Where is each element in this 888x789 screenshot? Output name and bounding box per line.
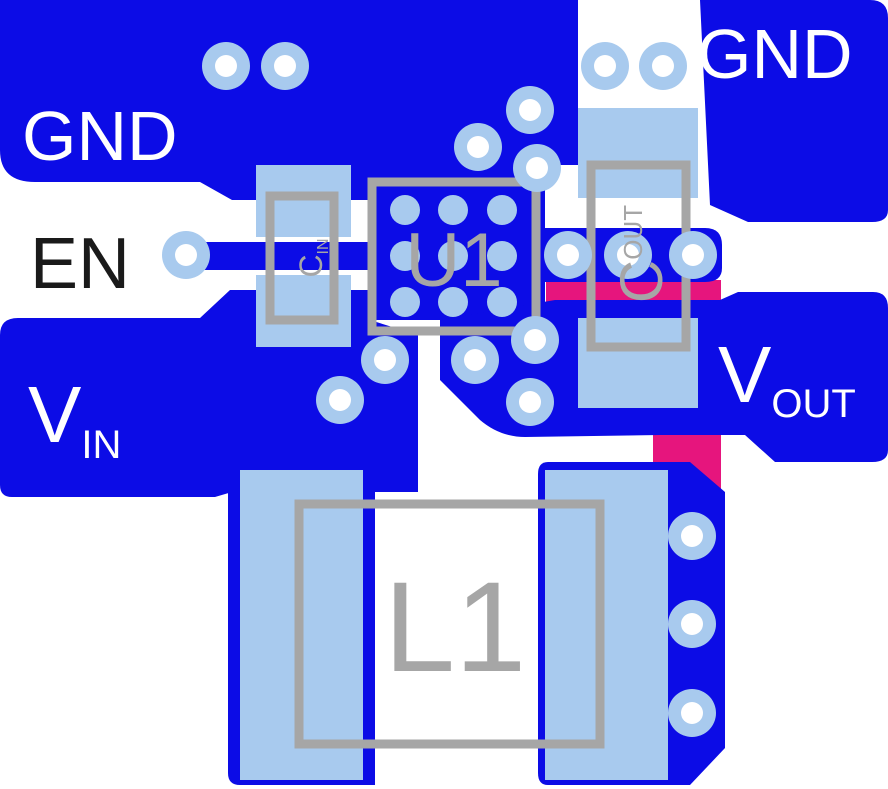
cout-pad-top: [578, 108, 698, 198]
u1-ball: [390, 287, 420, 317]
u1-ball: [438, 241, 468, 271]
vin-label: VIN: [28, 370, 121, 467]
via: [506, 86, 554, 134]
vout-label-sub: OUT: [771, 382, 855, 426]
vin-label-sub: IN: [81, 423, 121, 467]
l1-outline: [294, 499, 605, 749]
l1-label: L1: [384, 556, 526, 699]
en-label: EN: [30, 224, 130, 304]
via: [202, 42, 250, 90]
via: [162, 231, 210, 279]
cout-label-sub: OUT: [618, 205, 648, 260]
l1-pad-right: [545, 470, 668, 780]
u1-ball-pads: [390, 195, 517, 317]
u1-ball: [390, 241, 420, 271]
component-labels: U1 L1 CIN COUT: [293, 205, 675, 699]
via: [451, 336, 499, 384]
via: [511, 316, 559, 364]
u1-outline: [367, 177, 541, 336]
cin-label-main: C: [293, 254, 329, 277]
via: [261, 42, 309, 90]
via: [513, 144, 561, 192]
u1-ball: [438, 287, 468, 317]
gnd-pour-right: [520, 0, 888, 222]
u1-ball: [390, 195, 420, 225]
via: [604, 231, 652, 279]
u1-ball: [487, 241, 517, 271]
net-labels: GND GND EN VIN VOUT: [22, 15, 856, 467]
svg-text:CIN: CIN: [293, 238, 332, 277]
via: [506, 378, 554, 426]
cin-outline: [265, 191, 339, 325]
gnd-label-right: GND: [697, 15, 853, 93]
gnd-label-left: GND: [22, 97, 178, 175]
u1-ball: [487, 195, 517, 225]
cin-label: CIN: [293, 238, 332, 277]
cin-label-sub: IN: [315, 238, 332, 254]
vin-label-main: V: [28, 370, 82, 459]
via: [361, 336, 409, 384]
cout-label: COUT: [608, 205, 675, 303]
via: [544, 231, 592, 279]
vias: [162, 42, 717, 737]
vout-label-main: V: [718, 330, 772, 419]
cout-label-main: C: [608, 260, 675, 303]
u1-ball: [438, 195, 468, 225]
via: [668, 512, 716, 560]
via: [316, 376, 364, 424]
via: [454, 123, 502, 171]
via: [639, 42, 687, 90]
gnd-pour-left: [0, 0, 578, 200]
via: [668, 600, 716, 648]
u1-label: U1: [405, 218, 502, 303]
svg-text:COUT: COUT: [608, 205, 675, 303]
cout-pad-bottom: [578, 318, 698, 408]
vout-label: VOUT: [718, 330, 856, 426]
via: [668, 689, 716, 737]
u1-ball: [487, 287, 517, 317]
via: [581, 42, 629, 90]
via: [669, 231, 717, 279]
